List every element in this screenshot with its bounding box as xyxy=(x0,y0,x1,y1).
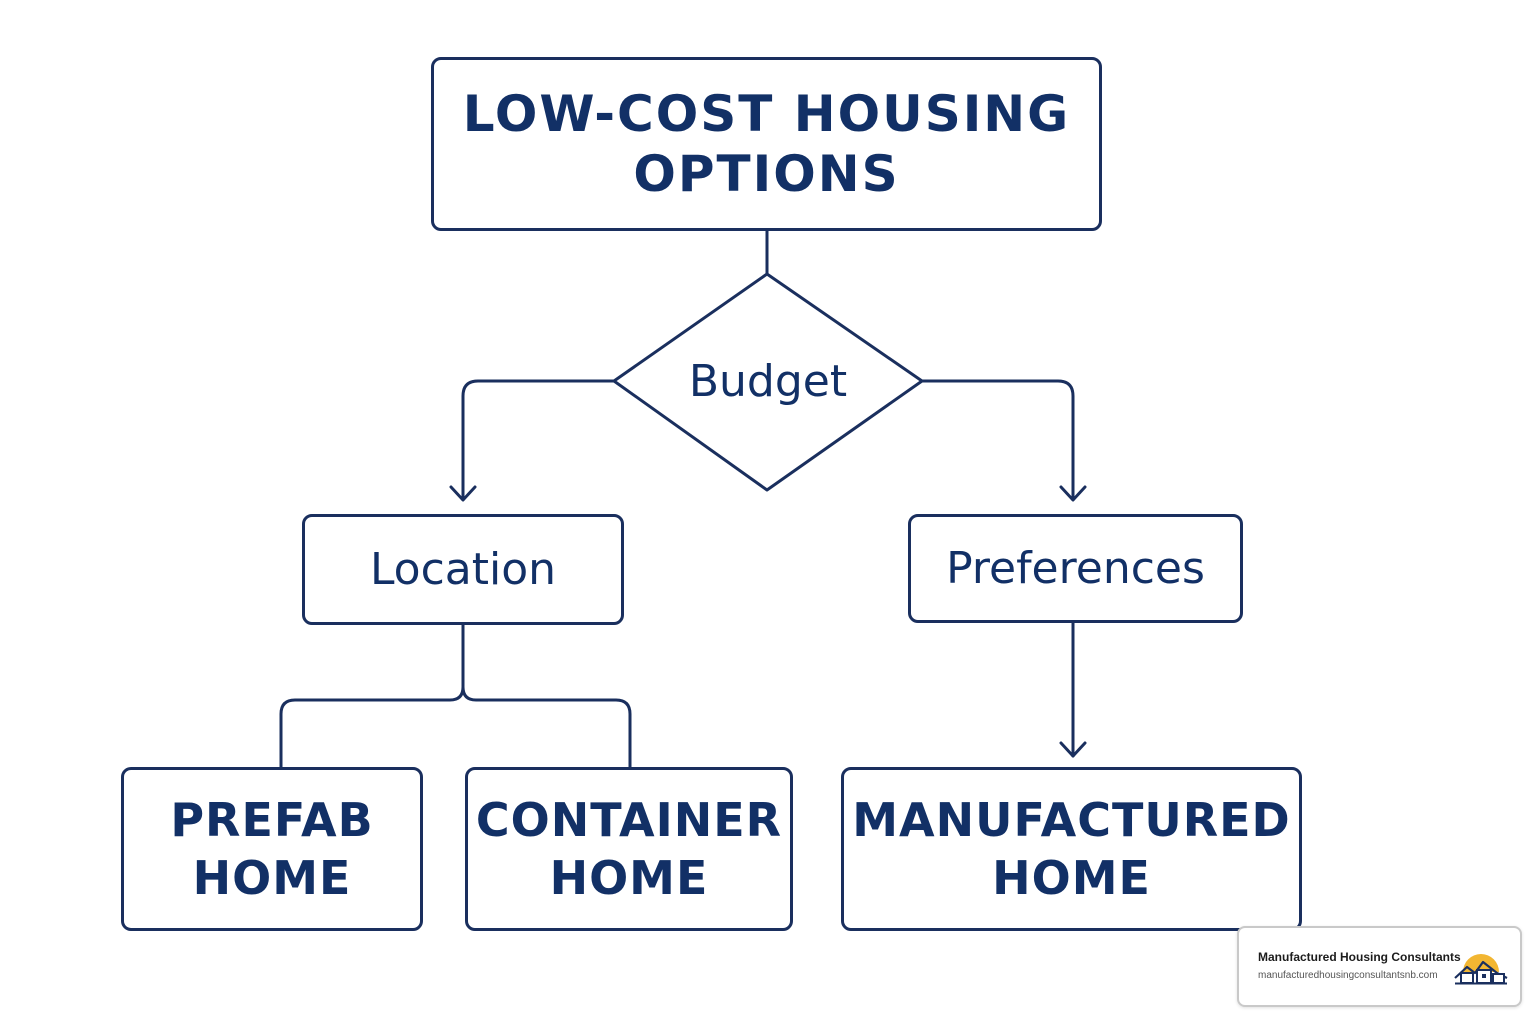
node-location-label: Location xyxy=(369,543,557,595)
root-title-line2: OPTIONS xyxy=(633,145,900,203)
decision-diamond xyxy=(612,272,924,492)
location-to-prefab-connector xyxy=(279,623,465,769)
brand-name: Manufactured Housing Consultants xyxy=(1258,950,1461,964)
prefab-line2: HOME xyxy=(192,851,352,905)
node-location: Location xyxy=(302,514,624,625)
root-title-line1: LOW-COST HOUSING xyxy=(462,85,1071,143)
budget-to-preferences-connector xyxy=(920,379,1075,500)
container-line1: CONTAINER xyxy=(475,793,783,847)
house-sun-logo-icon xyxy=(1454,954,1508,985)
brand-url[interactable]: manufacturedhousingconsultantsnb.com xyxy=(1258,970,1438,981)
outcome-manufactured-home: MANUFACTURED HOME xyxy=(841,767,1302,931)
outcome-container-home: CONTAINER HOME xyxy=(465,767,793,931)
manufactured-arrowhead xyxy=(1059,741,1087,758)
node-preferences-label: Preferences xyxy=(946,542,1205,594)
location-to-container-connector xyxy=(461,685,632,769)
budget-to-location-connector xyxy=(461,379,616,500)
node-preferences: Preferences xyxy=(908,514,1243,623)
location-arrowhead xyxy=(449,485,477,502)
manufactured-line2: HOME xyxy=(992,851,1151,905)
outcome-prefab-home: PREFAB HOME xyxy=(121,767,423,931)
manufactured-line1: MANUFACTURED xyxy=(852,793,1291,847)
brand-badge[interactable]: Manufactured Housing Consultants manufac… xyxy=(1237,926,1522,1007)
preferences-arrowhead xyxy=(1059,485,1087,502)
container-line2: HOME xyxy=(549,851,709,905)
prefab-line1: PREFAB xyxy=(170,793,374,847)
decision-label-budget: Budget xyxy=(688,356,848,407)
root-node-low-cost-housing: LOW-COST HOUSING OPTIONS xyxy=(431,57,1102,231)
